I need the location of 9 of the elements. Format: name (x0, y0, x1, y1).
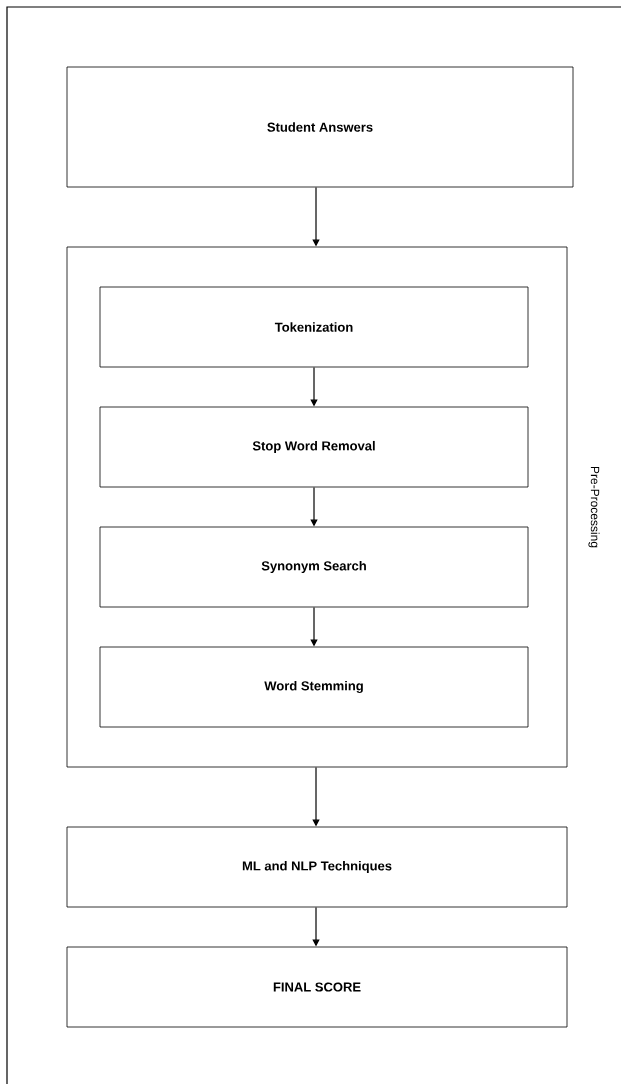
group-box (66, 246, 568, 768)
process-box: Tokenization (99, 286, 529, 368)
process-box: Word Stemming (99, 646, 529, 728)
process-box: ML and NLP Techniques (66, 826, 568, 908)
process-box: Synonym Search (99, 526, 529, 608)
process-box: Student Answers (66, 66, 574, 188)
group-label: Pre-Processing (588, 467, 600, 548)
process-box: Stop Word Removal (99, 406, 529, 488)
process-box: FINAL SCORE (66, 946, 568, 1028)
